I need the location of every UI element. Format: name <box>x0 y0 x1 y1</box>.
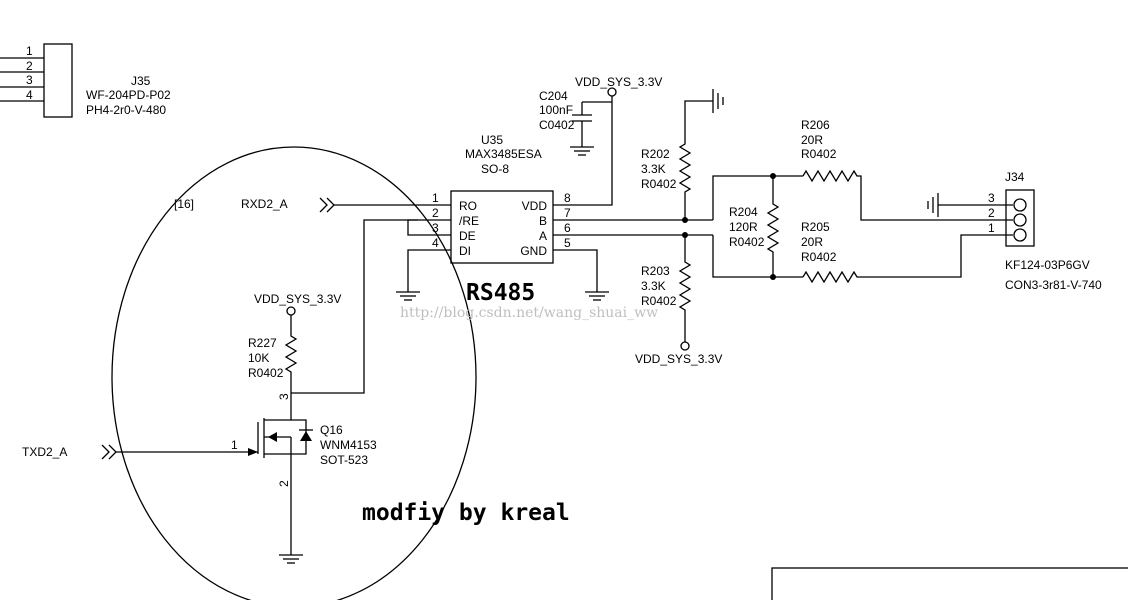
resistor-r227: VDD_SYS_3.3V R227 10K R0402 <box>248 292 341 393</box>
r206-ref: R206 <box>801 118 830 132</box>
r203-package: R0402 <box>641 294 677 308</box>
sheet-ref: [16] <box>174 197 194 211</box>
r203-value: 3.3K <box>641 279 666 293</box>
r205-ref: R205 <box>801 220 830 234</box>
r204-value: 120R <box>729 220 758 234</box>
r206-value: 20R <box>801 133 823 147</box>
q16-pin-gate: 1 <box>231 438 238 452</box>
annotation-text: modfiy by kreal <box>362 500 570 526</box>
u35-pin-di: DI <box>459 244 471 258</box>
vdd-terminal <box>607 87 617 97</box>
u35-pin-b: B <box>539 214 547 228</box>
q16-pin-drain: 3 <box>277 393 291 400</box>
u35-pin-7-num: 7 <box>564 206 571 220</box>
wire-re-de <box>407 219 418 236</box>
net-txd: TXD2_A <box>22 444 258 460</box>
j34-footprint: CON3-3r81-V-740 <box>1005 278 1102 292</box>
j34-part: KF124-03P6GV <box>1005 258 1090 272</box>
j34-ref: J34 <box>1005 170 1025 184</box>
u35-pin-5-num: 5 <box>564 236 571 250</box>
u35-pin-ro: RO <box>459 199 477 213</box>
net-rxd: [16] RXD2_A <box>174 197 418 213</box>
q16-pin-source: 2 <box>277 480 291 487</box>
q16-part: WNM4153 <box>320 438 377 452</box>
u35-pin-6-num: 6 <box>564 221 571 235</box>
highlight-ellipse <box>111 146 477 600</box>
vdd-u35-c204: VDD_SYS_3.3V C204 100nF C0402 <box>539 75 662 206</box>
vdd-label-top: VDD_SYS_3.3V <box>575 75 662 89</box>
vdd-terminal-r227 <box>286 306 296 316</box>
u35-pin-2-num: 2 <box>432 206 439 220</box>
u35-pin-1-num: 1 <box>432 191 439 205</box>
gnd-u35 <box>585 249 609 301</box>
r204-ref: R204 <box>729 205 758 219</box>
c204-ref: C204 <box>539 89 568 103</box>
u35-pin-vdd: VDD <box>522 199 548 213</box>
rxd-label: RXD2_A <box>241 197 288 211</box>
r227-ref: R227 <box>248 336 277 350</box>
c204-value: 100nF <box>539 103 573 117</box>
r206-package: R0402 <box>801 147 837 161</box>
q16-package: SOT-523 <box>320 453 368 467</box>
j35-footprint: PH4-2r0-V-480 <box>86 103 166 117</box>
resistor-r202: R202 3.3K R0402 <box>641 89 724 220</box>
j35-pin-1: 1 <box>26 44 33 58</box>
termination-network: R204 120R R0402 R206 20R R0402 R205 20R … <box>712 118 1013 284</box>
u35-ref: U35 <box>481 133 503 147</box>
u35-pin-4-num: 4 <box>432 236 439 250</box>
r205-value: 20R <box>801 235 823 249</box>
j35-pin-3: 3 <box>26 73 33 87</box>
u35-pin-8-num: 8 <box>564 191 571 205</box>
r205-package: R0402 <box>801 250 837 264</box>
r203-ref: R203 <box>641 264 670 278</box>
wire-re-drain <box>291 219 418 394</box>
title-block-box <box>771 567 1128 600</box>
txd-label: TXD2_A <box>22 445 67 459</box>
q16-ref: Q16 <box>320 423 343 437</box>
j35-ref: J35 <box>131 74 151 88</box>
ic-u35: U35 MAX3485ESA SO-8 1 2 3 4 RO /RE DE DI… <box>418 133 590 306</box>
c204-package: C0402 <box>539 118 575 132</box>
r227-package: R0402 <box>248 366 284 380</box>
j34-pin-3: 3 <box>988 191 995 205</box>
gnd-di <box>396 249 420 301</box>
u35-pin-gnd: GND <box>520 244 547 258</box>
j34-pin-2: 2 <box>988 206 995 220</box>
u35-pin-de: DE <box>459 229 476 243</box>
vdd-label-r227: VDD_SYS_3.3V <box>254 292 341 306</box>
r202-package: R0402 <box>641 177 677 191</box>
vdd-terminal-bottom <box>680 341 690 351</box>
r227-value: 10K <box>248 351 269 365</box>
resistor-r203: VDD_SYS_3.3V R203 3.3K R0402 <box>635 235 722 366</box>
j35-pin-4: 4 <box>26 88 33 102</box>
u35-part: MAX3485ESA <box>465 147 542 161</box>
vdd-label-bottom: VDD_SYS_3.3V <box>635 352 722 366</box>
u35-package: SO-8 <box>481 162 509 176</box>
mosfet-q16: Q16 WNM4153 SOT-523 1 3 2 <box>231 393 377 564</box>
u35-pin-3-num: 3 <box>432 221 439 235</box>
r202-ref: R202 <box>641 147 670 161</box>
j35-pin-2: 2 <box>26 59 33 73</box>
r202-value: 3.3K <box>641 162 666 176</box>
connector-j34: J34 3 2 1 KF124-03P6GV CON3-3r81-V-740 <box>927 170 1102 292</box>
j34-pin-1: 1 <box>988 221 995 235</box>
rs485-label: RS485 <box>466 280 535 306</box>
r204-package: R0402 <box>729 235 765 249</box>
u35-pin-a: A <box>539 229 547 243</box>
u35-pin-re: /RE <box>459 214 479 228</box>
j35-part: WF-204PD-P02 <box>86 88 171 102</box>
watermark: http://blog.csdn.net/wang_shuai_ww <box>400 305 658 321</box>
connector-j35: 1 2 3 4 J35 WF-204PD-P02 PH4-2r0-V-480 <box>0 43 171 118</box>
